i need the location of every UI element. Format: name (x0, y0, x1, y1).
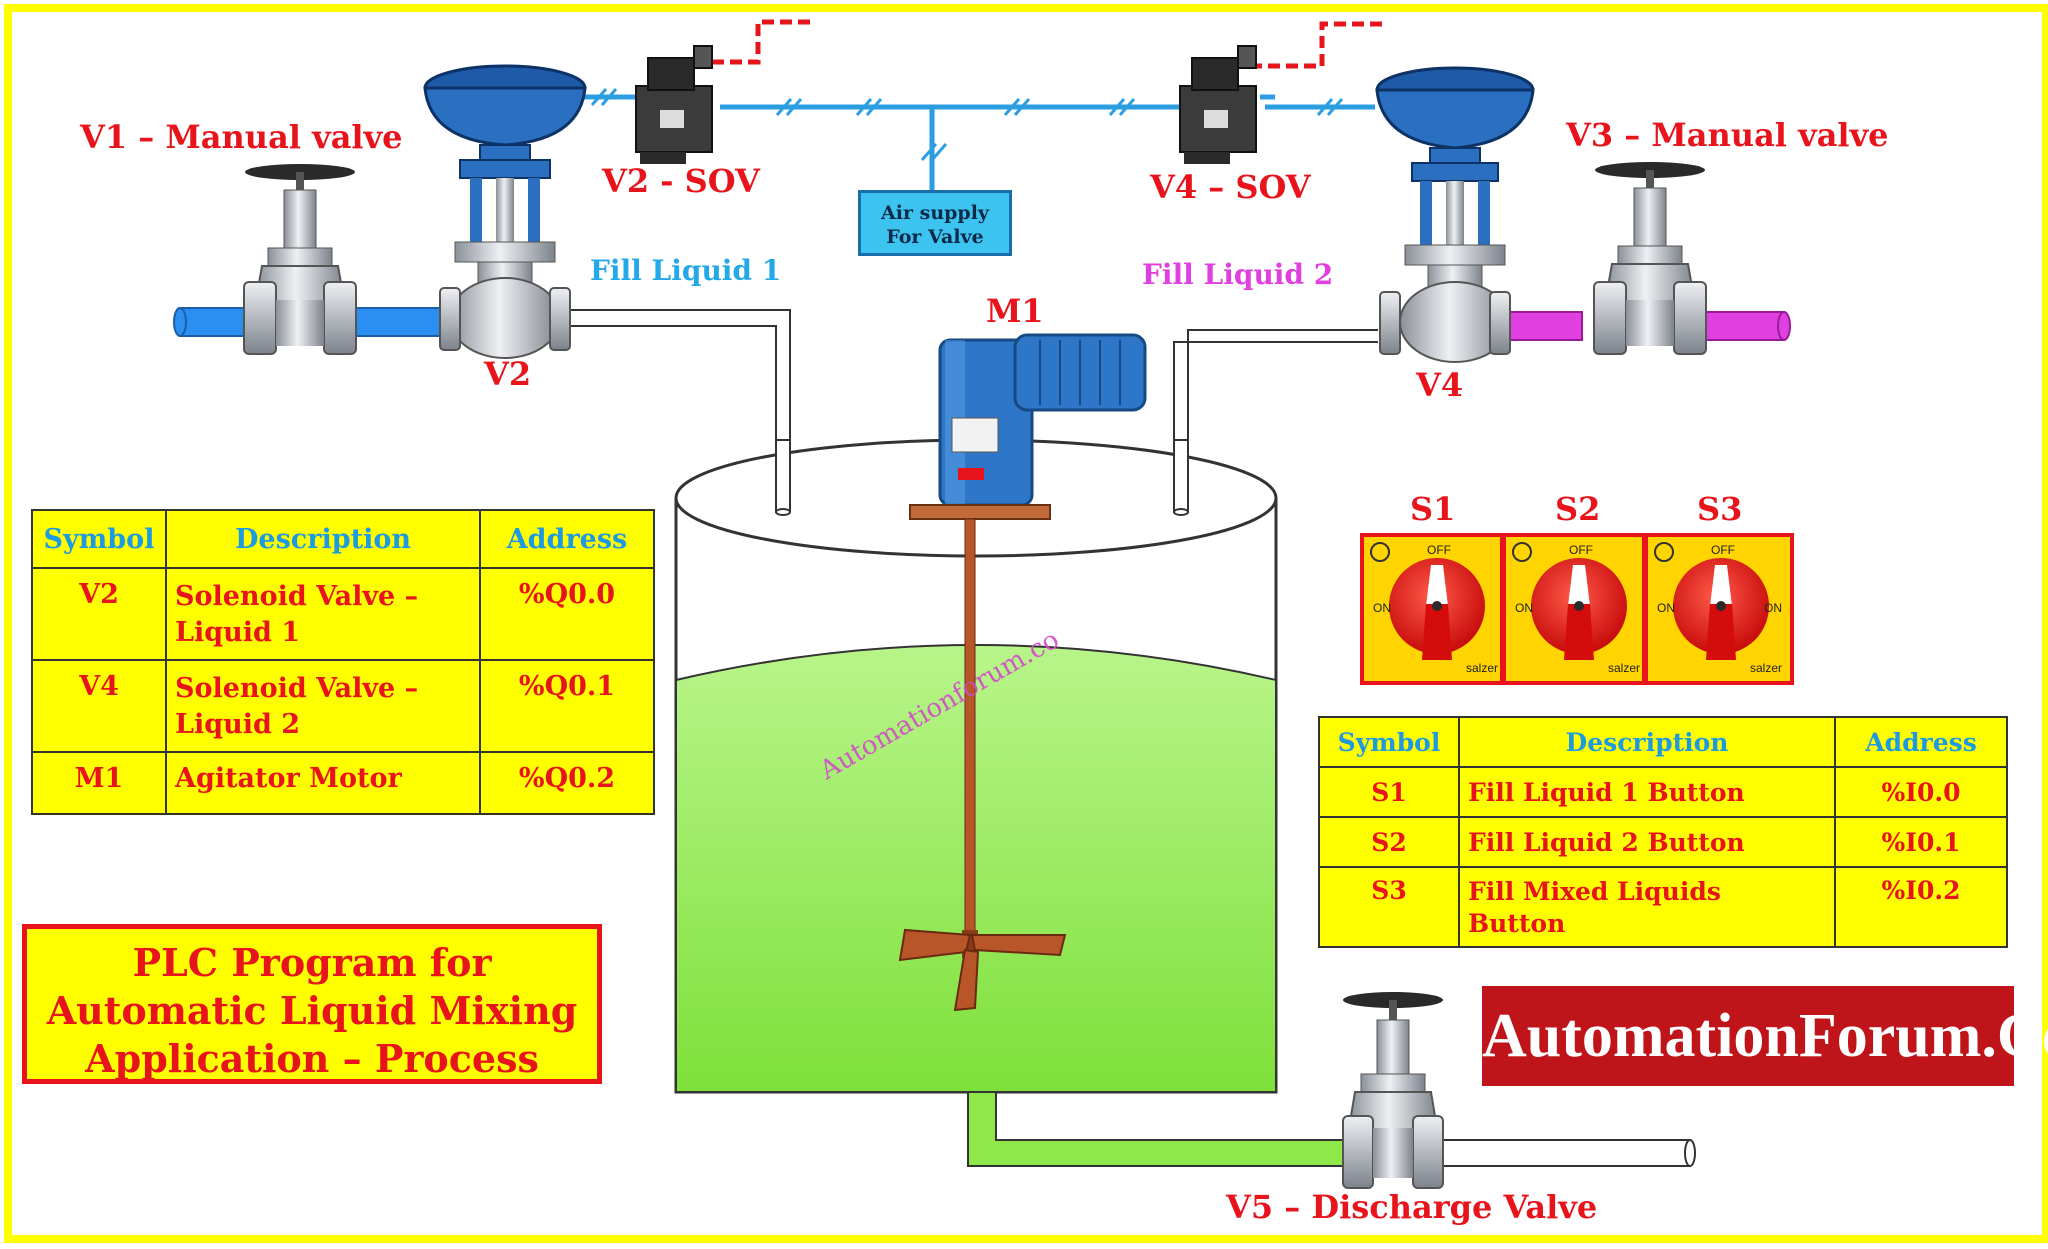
cell-description: Agitator Motor (165, 751, 481, 815)
cell-description-line: Fill Mixed Liquids (1468, 877, 1721, 906)
switch-on-text: ON (1515, 601, 1533, 615)
tank-liquid (675, 644, 1277, 1093)
cell-address: %Q0.2 (479, 751, 655, 815)
cell-description: Solenoid Valve – Liquid 1 (165, 567, 481, 661)
header-address: Address (1834, 716, 2008, 768)
label-s1: S1 (1410, 490, 1456, 528)
label-m1: M1 (986, 292, 1044, 330)
cell-description-line: Solenoid Valve – (175, 673, 419, 704)
cell-description-line: Liquid 2 (175, 709, 301, 740)
label-s3: S3 (1697, 490, 1743, 528)
table-header-row: Symbol Description Address (1318, 716, 2008, 768)
discharge-valve-v5 (1342, 992, 1444, 1189)
agitator-blades (898, 928, 1067, 1012)
switch-brand-text: salzer (1750, 661, 1782, 675)
cell-description: Fill Mixed Liquids Button (1458, 866, 1836, 948)
table-header-row: Symbol Description Address (31, 509, 655, 569)
manual-valve-v3 (1593, 162, 1707, 355)
switch-brand-text: salzer (1466, 661, 1498, 675)
header-description: Description (165, 509, 481, 569)
selector-switch-s2 (1502, 533, 1646, 685)
discharge-pipe (967, 1091, 1696, 1167)
label-v5-discharge-valve: V5 – Discharge Valve (1226, 1188, 1598, 1226)
output-address-table: Symbol Description Address V2 Solenoid V… (31, 509, 655, 815)
cell-symbol: S1 (1318, 766, 1460, 818)
table-row: S1 Fill Liquid 1 Button %I0.0 (1318, 766, 2008, 818)
table-row: M1 Agitator Motor %Q0.2 (31, 751, 655, 815)
switch-on-text: ON (1657, 601, 1675, 615)
cell-description: Fill Liquid 1 Button (1458, 766, 1836, 818)
switch-brand-text: salzer (1608, 661, 1640, 675)
agitator-motor (909, 333, 1147, 520)
cell-symbol: V2 (31, 567, 167, 661)
cell-address: %I0.1 (1834, 816, 2008, 868)
signal-line-v2 (712, 19, 815, 65)
control-valve-v4 (1375, 66, 1535, 363)
air-line-ticks (590, 88, 1344, 161)
selector-switch-s1 (1360, 533, 1504, 685)
switch-on-text: ON (1373, 601, 1391, 615)
cell-address: %Q0.1 (479, 659, 655, 753)
label-fill-liquid-1: Fill Liquid 1 (590, 254, 782, 287)
table-row: S2 Fill Liquid 2 Button %I0.1 (1318, 816, 2008, 868)
title-line: PLC Program for (132, 940, 492, 985)
mixing-tank (674, 438, 1278, 1094)
label-v4-sov: V4 – SOV (1150, 168, 1311, 206)
title-line: Application – Process (85, 1036, 539, 1081)
cell-symbol: S2 (1318, 816, 1460, 868)
cell-description-line: Solenoid Valve – (175, 581, 419, 612)
switch-off-text: OFF (1427, 543, 1451, 557)
switch-off-text: OFF (1569, 543, 1593, 557)
label-v4: V4 (1416, 366, 1464, 404)
label-v2-sov: V2 - SOV (602, 162, 760, 200)
liquid2-inlet-pipe (1173, 311, 1791, 511)
cell-description-line: Button (1468, 909, 1566, 938)
cell-symbol: V4 (31, 659, 167, 753)
cell-description: Solenoid Valve – Liquid 2 (165, 659, 481, 753)
cell-address: %Q0.0 (479, 567, 655, 661)
header-description: Description (1458, 716, 1836, 768)
label-v2: V2 (484, 355, 532, 393)
signal-line-v4 (1250, 21, 1385, 69)
solenoid-valve-v2 (635, 45, 713, 164)
cell-description-line: Liquid 1 (175, 617, 301, 648)
label-v1-manual-valve: V1 – Manual valve (80, 118, 403, 156)
table-row: V2 Solenoid Valve – Liquid 1 %Q0.0 (31, 567, 655, 661)
selector-switch-s3 (1644, 533, 1794, 685)
switch-markings: OFF ON salzer OFF ON salzer OFF ON ON sa… (1373, 543, 1782, 675)
cell-symbol: M1 (31, 751, 167, 815)
table-row: S3 Fill Mixed Liquids Button %I0.2 (1318, 866, 2008, 948)
control-valve-v2 (423, 64, 587, 359)
input-address-table: Symbol Description Address S1 Fill Liqui… (1318, 716, 2008, 948)
air-supply-text: Air supply (881, 202, 989, 224)
label-fill-liquid-2: Fill Liquid 2 (1142, 258, 1334, 291)
cell-address: %I0.0 (1834, 766, 2008, 818)
switch-off-text: OFF (1711, 543, 1735, 557)
title-box: PLC Program for Automatic Liquid Mixing … (22, 924, 602, 1084)
label-s2: S2 (1555, 490, 1601, 528)
label-v3-manual-valve: V3 – Manual valve (1566, 116, 1889, 154)
title-line: Automatic Liquid Mixing (46, 988, 578, 1033)
manual-valve-v1 (243, 164, 357, 355)
cell-symbol: S3 (1318, 866, 1460, 948)
table-row: V4 Solenoid Valve – Liquid 2 %Q0.1 (31, 659, 655, 753)
switch-on-text: ON (1764, 601, 1782, 615)
solenoid-valve-v4 (1179, 45, 1257, 164)
header-symbol: Symbol (1318, 716, 1460, 768)
cell-description: Fill Liquid 2 Button (1458, 816, 1836, 868)
air-supply-text-2: For Valve (886, 226, 984, 248)
air-supply-box: Air supply For Valve (858, 190, 1012, 256)
header-symbol: Symbol (31, 509, 167, 569)
brand-banner: AutomationForum.Co (1482, 986, 2048, 1086)
header-address: Address (479, 509, 655, 569)
cell-address: %I0.2 (1834, 866, 2008, 948)
yellow-frame (4, 4, 2048, 1243)
